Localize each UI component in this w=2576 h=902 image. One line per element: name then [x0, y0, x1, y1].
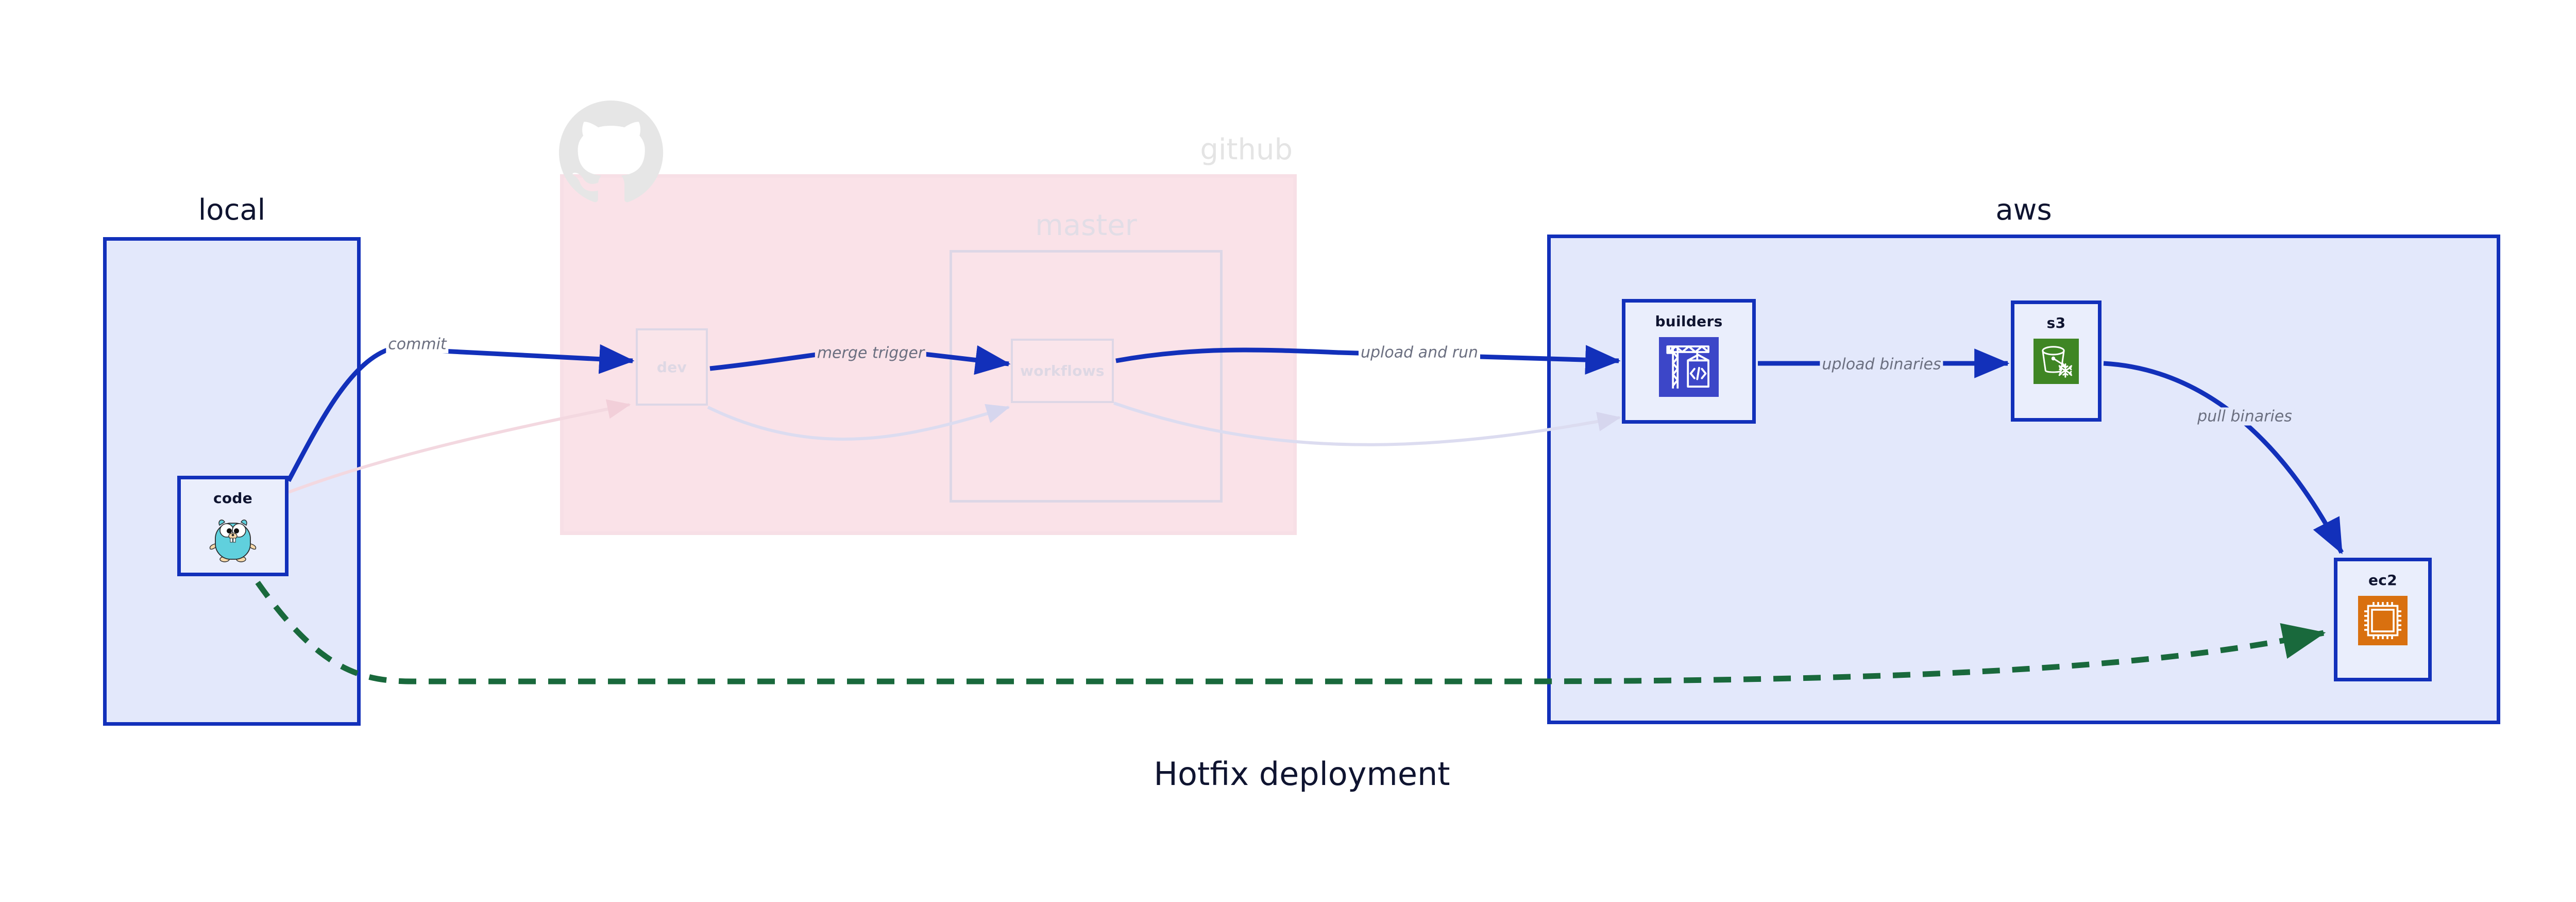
- aws-s3-glacier-icon: [2033, 339, 2079, 386]
- node-s3[interactable]: s3: [2011, 300, 2102, 422]
- node-dev-label: dev: [656, 358, 687, 376]
- aws-codebuild-icon: [1659, 337, 1719, 399]
- node-workflows[interactable]: workflows: [1011, 339, 1114, 403]
- aws-ec2-icon: [2358, 596, 2408, 647]
- node-s3-label: s3: [2046, 314, 2066, 331]
- node-code-label: code: [213, 490, 253, 507]
- node-builders-label: builders: [1655, 313, 1723, 330]
- edge-label-merge-trigger: merge trigger: [815, 344, 927, 362]
- node-code[interactable]: code: [177, 476, 289, 576]
- diagram-title-text: Hotfix deployment: [1154, 755, 1450, 793]
- cluster-label-github: github: [1200, 133, 1293, 166]
- diagram-title: Hotfix deployment: [0, 755, 2576, 793]
- edge-label-upload-binaries: upload binaries: [1820, 355, 1943, 374]
- edge-label-pull-binaries: pull binaries: [2195, 407, 2294, 426]
- cluster-label-aws: aws: [1995, 193, 2052, 227]
- node-builders[interactable]: builders: [1622, 299, 1756, 424]
- node-dev[interactable]: dev: [636, 328, 708, 406]
- cluster-label-master: master: [1035, 209, 1137, 242]
- cluster-master[interactable]: [950, 250, 1223, 503]
- edge-label-commit: commit: [386, 335, 449, 354]
- node-workflows-label: workflows: [1020, 362, 1105, 379]
- edge-label-upload-and-run: upload and run: [1358, 343, 1481, 362]
- node-ec2[interactable]: ec2: [2334, 558, 2432, 681]
- cluster-label-local: local: [198, 193, 266, 227]
- node-ec2-label: ec2: [2368, 572, 2397, 589]
- go-gopher-icon: [207, 514, 259, 567]
